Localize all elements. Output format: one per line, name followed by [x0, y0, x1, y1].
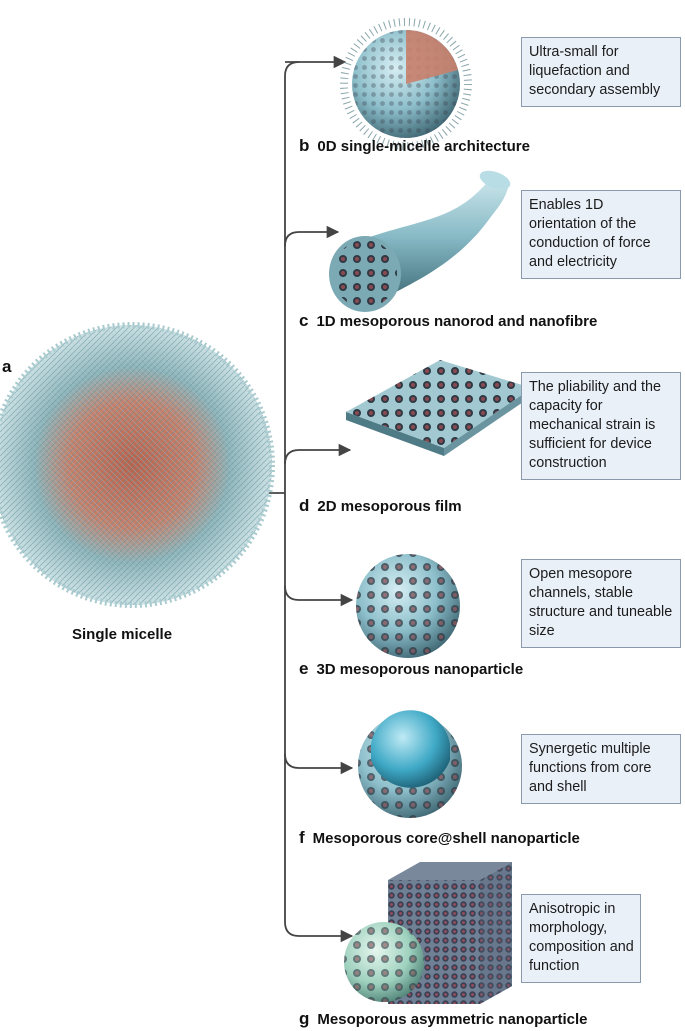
note-g: Anisotropic in morphology, composition a…: [521, 894, 641, 983]
single-micelle-label: Single micelle: [72, 626, 173, 643]
panel-letter-e: e: [299, 659, 309, 678]
nanoparticle-illustration: [356, 554, 460, 658]
asymmetric-illustration: [344, 862, 512, 1004]
caption-b: b 0D single-micelle architecture: [299, 136, 530, 156]
caption-d-text: 2D mesoporous film: [317, 498, 462, 515]
caption-e-text: 3D mesoporous nanoparticle: [316, 661, 524, 678]
caption-f: f Mesoporous core@shell nanoparticle: [299, 828, 580, 848]
caption-g: g Mesoporous asymmetric nanoparticle: [299, 1009, 587, 1029]
note-c: Enables 1D orientation of the conduction…: [521, 190, 681, 279]
caption-e: e 3D mesoporous nanoparticle: [299, 659, 523, 679]
caption-c-text: 1D mesoporous nanorod and nanofibre: [316, 313, 598, 330]
panel-letter-c: c: [299, 311, 309, 330]
note-e: Open mesopore channels, stable structure…: [521, 559, 681, 648]
note-d: The pliability and the capacity for mech…: [521, 372, 681, 480]
connector-lines: [264, 55, 354, 943]
caption-g-text: Mesoporous asymmetric nanoparticle: [317, 1011, 588, 1028]
panel-letter-g: g: [299, 1009, 310, 1028]
nanorod-illustration: [329, 170, 511, 312]
note-b: Ultra-small for liquefaction and seconda…: [521, 37, 681, 107]
panel-letter-b: b: [299, 136, 310, 155]
caption-d: d 2D mesoporous film: [299, 496, 462, 516]
core-shell-illustration: [358, 710, 462, 818]
single-micelle-illustration: [0, 322, 275, 608]
panel-letter-f: f: [299, 828, 305, 847]
note-f: Synergetic multiple functions from core …: [521, 734, 681, 804]
panel-letter-a: a: [2, 357, 12, 376]
zero-d-sphere-illustration: [340, 18, 472, 150]
panel-letter-d: d: [299, 496, 310, 515]
caption-f-text: Mesoporous core@shell nanoparticle: [312, 830, 580, 847]
film-illustration: [346, 360, 532, 456]
caption-b-text: 0D single-micelle architecture: [317, 138, 530, 155]
caption-c: c 1D mesoporous nanorod and nanofibre: [299, 311, 597, 331]
